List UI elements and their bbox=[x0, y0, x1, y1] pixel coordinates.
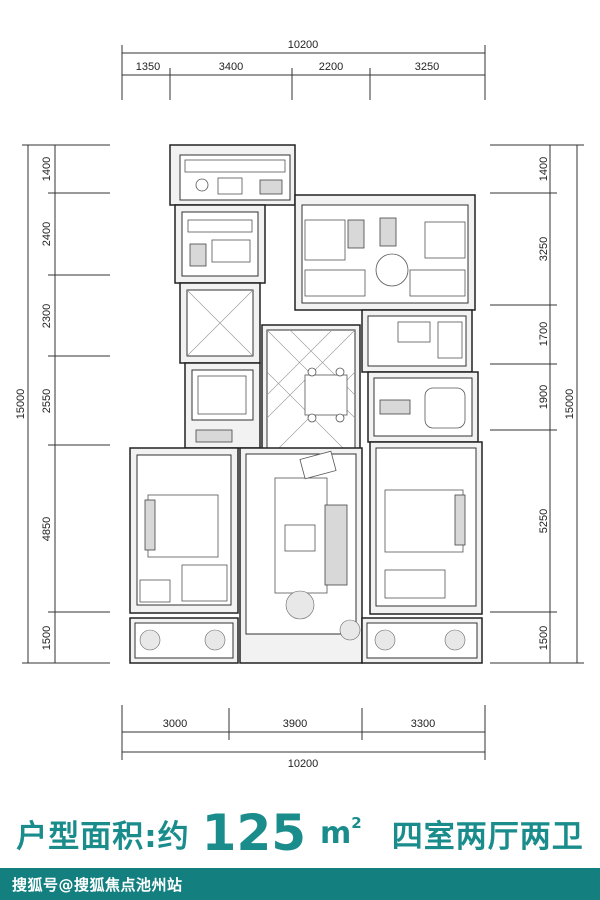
left-seg-6: 1500 bbox=[41, 626, 53, 650]
footer-bar: 搜狐号@搜狐焦点池州站 bbox=[0, 868, 600, 900]
top-seg-1: 1350 bbox=[136, 61, 160, 73]
left-seg-4: 2550 bbox=[41, 389, 53, 413]
bedroom-top bbox=[294, 194, 476, 311]
bathroom-right bbox=[361, 309, 473, 373]
area-value: 125 bbox=[201, 804, 307, 862]
utility-room bbox=[174, 204, 266, 284]
living-room bbox=[239, 447, 363, 664]
area-unit-sup: 2 bbox=[351, 813, 362, 832]
bath-tub-room bbox=[367, 371, 479, 443]
floor-plan: 10200 1350 3400 2200 3250 15000 1400 240… bbox=[15, 39, 584, 770]
layout-label: 四室两厅两卫 bbox=[391, 818, 584, 855]
right-seg-3: 1700 bbox=[538, 322, 550, 346]
bottom-seg-2: 3900 bbox=[283, 718, 307, 730]
area-label: 户型面积:约 bbox=[16, 818, 190, 855]
bathroom-left bbox=[179, 282, 261, 364]
bedroom-right bbox=[369, 441, 483, 615]
top-dimension: 10200 1350 3400 2200 3250 bbox=[121, 39, 486, 100]
right-seg-2: 3250 bbox=[538, 237, 550, 261]
caption-bar: 户型面积:约 125 m2 四室两厅两卫 bbox=[0, 798, 600, 868]
top-seg-2: 3400 bbox=[219, 61, 243, 73]
right-seg-1: 1400 bbox=[538, 157, 550, 181]
left-seg-3: 2300 bbox=[41, 304, 53, 328]
right-seg-6: 1500 bbox=[538, 626, 550, 650]
right-dimension: 15000 1400 3250 1700 1900 5250 1500 bbox=[490, 144, 584, 664]
top-seg-4: 3250 bbox=[415, 61, 439, 73]
bedroom-left bbox=[129, 447, 239, 614]
top-seg-3: 2200 bbox=[319, 61, 343, 73]
left-seg-5: 4850 bbox=[41, 517, 53, 541]
left-seg-1: 1400 bbox=[41, 157, 53, 181]
dining-area bbox=[261, 324, 361, 456]
area-unit: m2 bbox=[320, 813, 362, 851]
left-dimension: 15000 1400 2400 2300 2550 4850 1500 bbox=[15, 144, 110, 664]
area-unit-base: m bbox=[320, 815, 352, 851]
left-total-dim: 15000 bbox=[15, 389, 27, 420]
right-total-dim: 15000 bbox=[564, 389, 576, 420]
balcony-right bbox=[361, 617, 483, 664]
bottom-total-dim: 10200 bbox=[288, 758, 319, 770]
bottom-dimension: 3000 3900 3300 10200 bbox=[121, 705, 486, 770]
balcony-left bbox=[129, 617, 239, 664]
kitchen bbox=[169, 144, 296, 206]
top-total-dim: 10200 bbox=[288, 39, 319, 51]
plan-body bbox=[129, 144, 483, 664]
bottom-seg-1: 3000 bbox=[163, 718, 187, 730]
right-seg-4: 1900 bbox=[538, 385, 550, 409]
storage-left bbox=[184, 362, 261, 449]
right-seg-5: 5250 bbox=[538, 509, 550, 533]
left-seg-2: 2400 bbox=[41, 222, 53, 246]
watermark-text: 搜狐号@搜狐焦点池州站 bbox=[12, 876, 183, 894]
bottom-seg-3: 3300 bbox=[411, 718, 435, 730]
